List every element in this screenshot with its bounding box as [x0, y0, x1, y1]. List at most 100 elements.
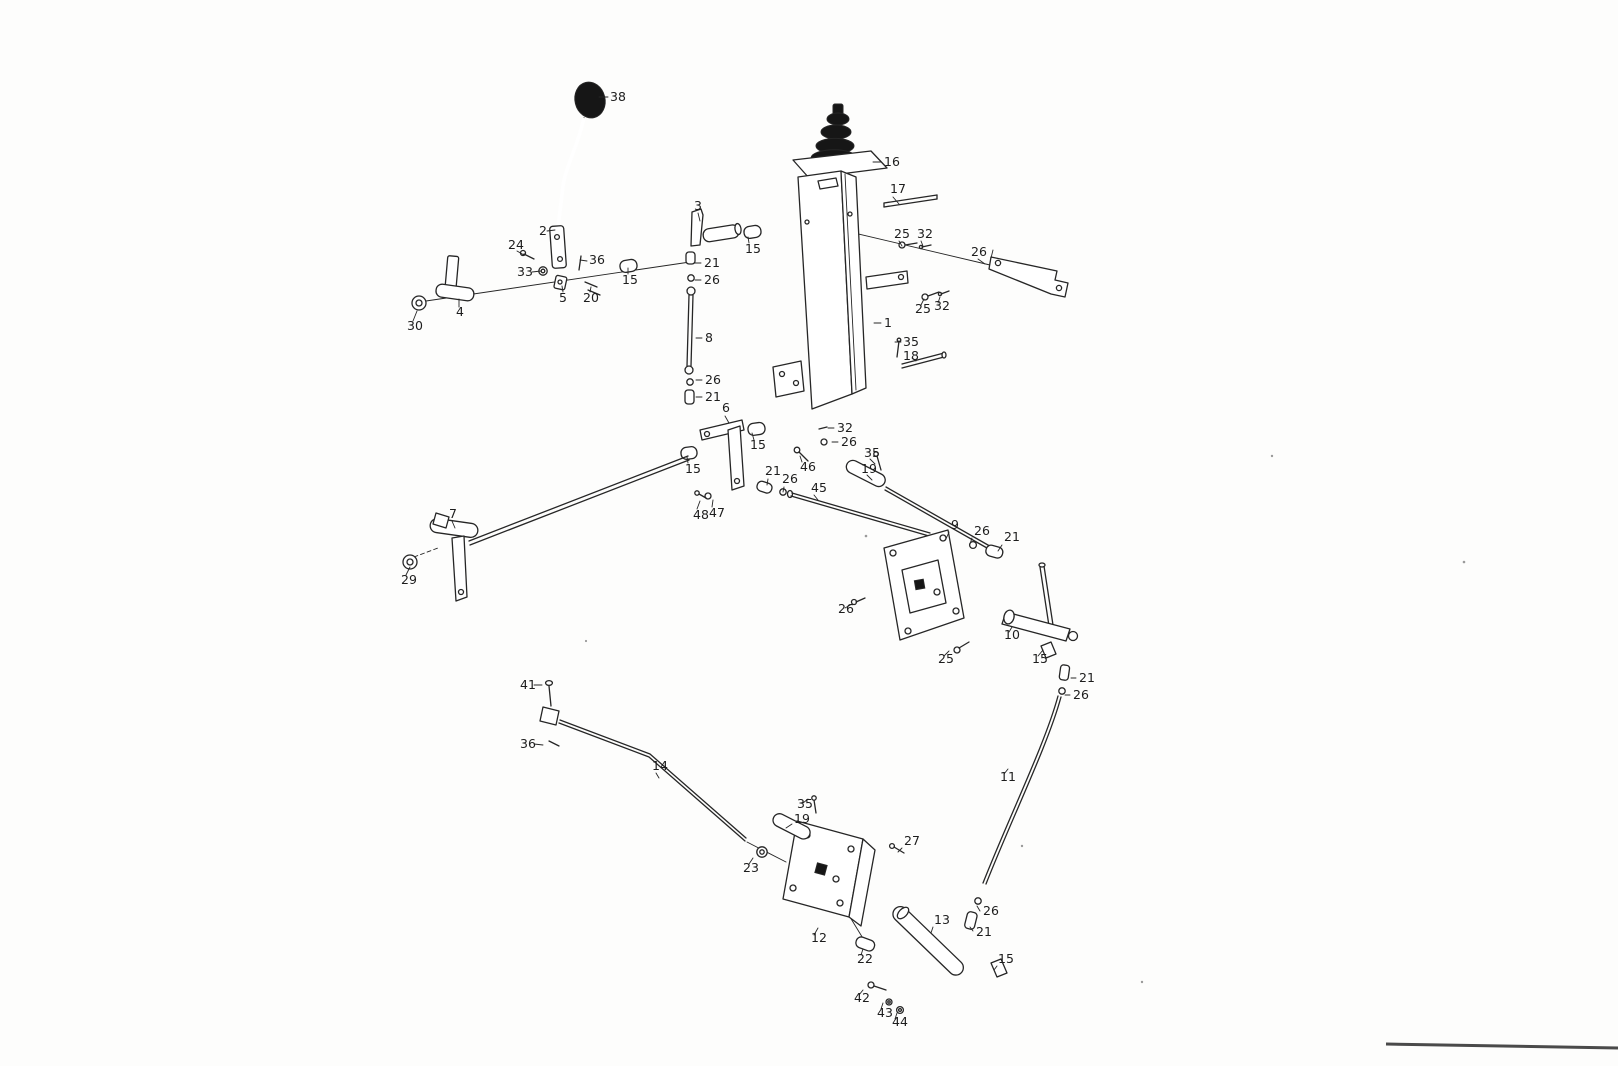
rod-13: [892, 905, 964, 976]
label-26: 26: [782, 471, 798, 486]
pin-32-b: [940, 290, 950, 295]
label-35: 35: [864, 445, 880, 460]
relay-lever-4: [411, 255, 475, 311]
label-19: 19: [861, 461, 877, 476]
bracket-9-assembly: [850, 529, 1004, 654]
label-20: 20: [583, 290, 599, 305]
label-1: 1: [884, 315, 892, 330]
label-26: 26: [838, 601, 854, 616]
sleeve-22: [855, 936, 876, 952]
label-21: 21: [704, 255, 720, 270]
label-48: 48: [693, 507, 709, 522]
rod-11-assembly: [964, 664, 1071, 930]
nut-43: [885, 998, 893, 1006]
label-23: 23: [743, 860, 759, 875]
sleeve-21-f: [964, 911, 978, 930]
washer-30: [411, 295, 427, 311]
pin-36: [578, 255, 582, 271]
label-25: 25: [938, 651, 954, 666]
label-26: 26: [705, 372, 721, 387]
label-24: 24: [508, 237, 524, 252]
label-42: 42: [854, 990, 870, 1005]
handle-19-upper: [845, 451, 886, 488]
label-30: 30: [407, 318, 423, 333]
label-15: 15: [685, 461, 701, 476]
label-26: 26: [841, 434, 857, 449]
label-18: 18: [903, 348, 919, 363]
link-rod-8: [684, 286, 696, 405]
bolt-42: [867, 981, 875, 989]
rod-18: [901, 352, 945, 365]
bolt-48: [694, 490, 700, 496]
link-rod-7-to-6: [468, 455, 690, 546]
label-38: 38: [610, 89, 626, 104]
label-4: 4: [456, 304, 464, 319]
label-15: 15: [998, 951, 1014, 966]
bolt-35-b: [876, 455, 882, 471]
label-10: 10: [1004, 627, 1020, 642]
cone-15-e: [1040, 641, 1057, 659]
bolt-46: [793, 446, 801, 454]
lever-3-assembly: [619, 208, 762, 282]
label-36: 36: [520, 736, 536, 751]
label-26: 26: [983, 903, 999, 918]
bolt-41: [544, 679, 554, 687]
pin-32-a: [921, 244, 932, 248]
label-12: 12: [811, 930, 827, 945]
washer-29: [402, 554, 418, 570]
ball-26-h: [1058, 687, 1066, 695]
label-19: 19: [794, 811, 810, 826]
part-labels: 38 2 24 33 36 5 20 30 4 3 15 15 21 26 16…: [401, 89, 1095, 1029]
label-11: 11: [1000, 769, 1016, 784]
label-5: 5: [559, 290, 567, 305]
ball-26-i: [974, 897, 982, 905]
label-35: 35: [903, 334, 919, 349]
lever-bracket: [549, 225, 567, 269]
label-26: 26: [971, 244, 987, 259]
label-25: 25: [894, 226, 910, 241]
label-33: 33: [517, 264, 533, 279]
label-35: 35: [797, 796, 813, 811]
console-lower-shelf: [772, 360, 805, 398]
mounting-strip-26: [988, 249, 1069, 298]
label-27: 27: [904, 833, 920, 848]
bushing-15-a: [743, 224, 762, 240]
label-21: 21: [976, 924, 992, 939]
screw-25-c: [953, 646, 961, 654]
label-8: 8: [705, 330, 713, 345]
label-16: 16: [884, 154, 900, 169]
shift-knob: [574, 81, 606, 119]
label-13: 13: [934, 912, 950, 927]
label-21: 21: [1004, 529, 1020, 544]
label-14: 14: [652, 758, 668, 773]
ball-26-d: [820, 438, 828, 446]
boot-base-plate: [792, 150, 888, 179]
label-15: 15: [745, 241, 761, 256]
cone-15-f: [990, 958, 1008, 978]
label-26: 26: [974, 523, 990, 538]
pin-35-rod-18: [896, 337, 947, 369]
rod-14-assembly: [539, 679, 768, 858]
shift-lever-assembly: [549, 81, 606, 269]
label-47: 47: [709, 505, 725, 520]
label-17: 17: [890, 181, 906, 196]
label-32: 32: [917, 226, 933, 241]
label-45: 45: [811, 480, 827, 495]
label-21: 21: [705, 389, 721, 404]
sleeve-21-a: [685, 251, 696, 265]
ball-26-f: [968, 540, 978, 550]
rod-19-to-21: [884, 486, 1003, 557]
pin-35-a: [896, 340, 900, 358]
clamp-5: [553, 274, 568, 291]
lever-7-assembly: [402, 512, 479, 602]
fastener-cluster-upper: [519, 249, 601, 296]
pin-36-b: [548, 740, 560, 747]
label-46: 46: [800, 459, 816, 474]
label-32: 32: [934, 298, 950, 313]
console-housing: [772, 170, 909, 446]
rod-14-clamp: [539, 706, 560, 726]
lever-10-assembly: [1001, 562, 1079, 659]
label-25: 25: [915, 301, 931, 316]
bushing-15-c: [747, 421, 766, 436]
bushing-15-d: [680, 446, 698, 460]
